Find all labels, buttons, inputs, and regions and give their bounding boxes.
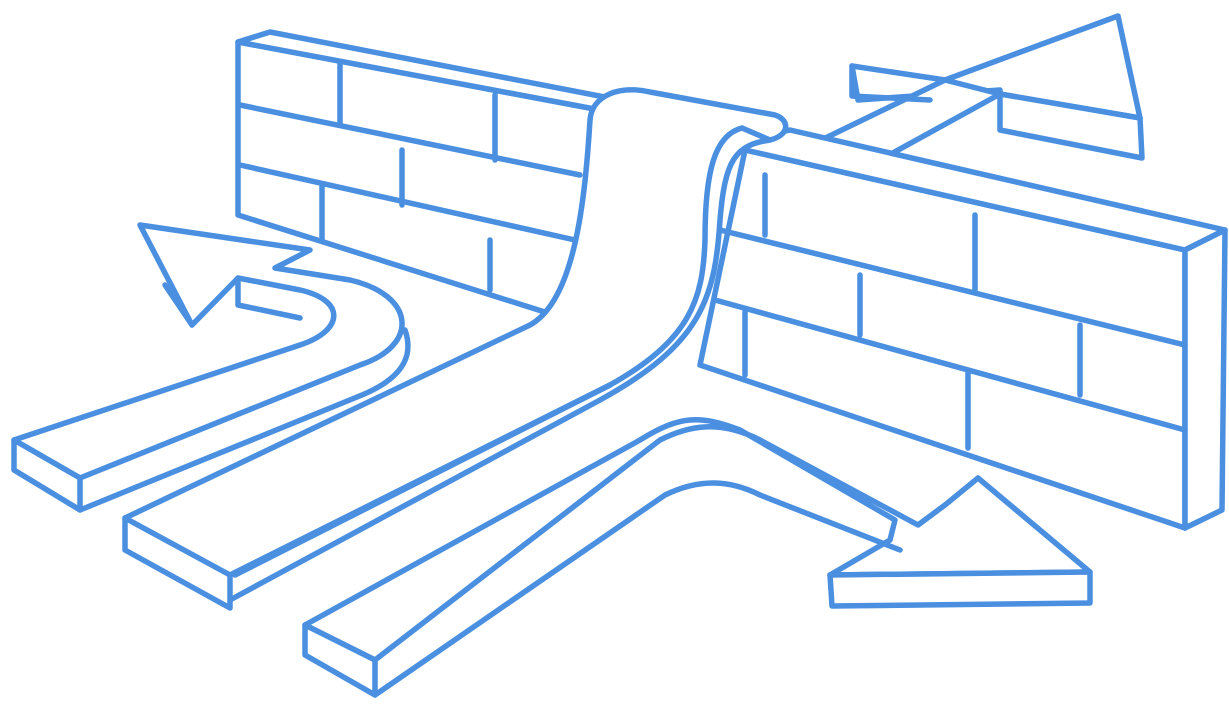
wall-right-end xyxy=(1185,230,1225,528)
arrow-right-turn-head-side xyxy=(830,572,1090,606)
brick-wall-right xyxy=(700,130,1225,528)
